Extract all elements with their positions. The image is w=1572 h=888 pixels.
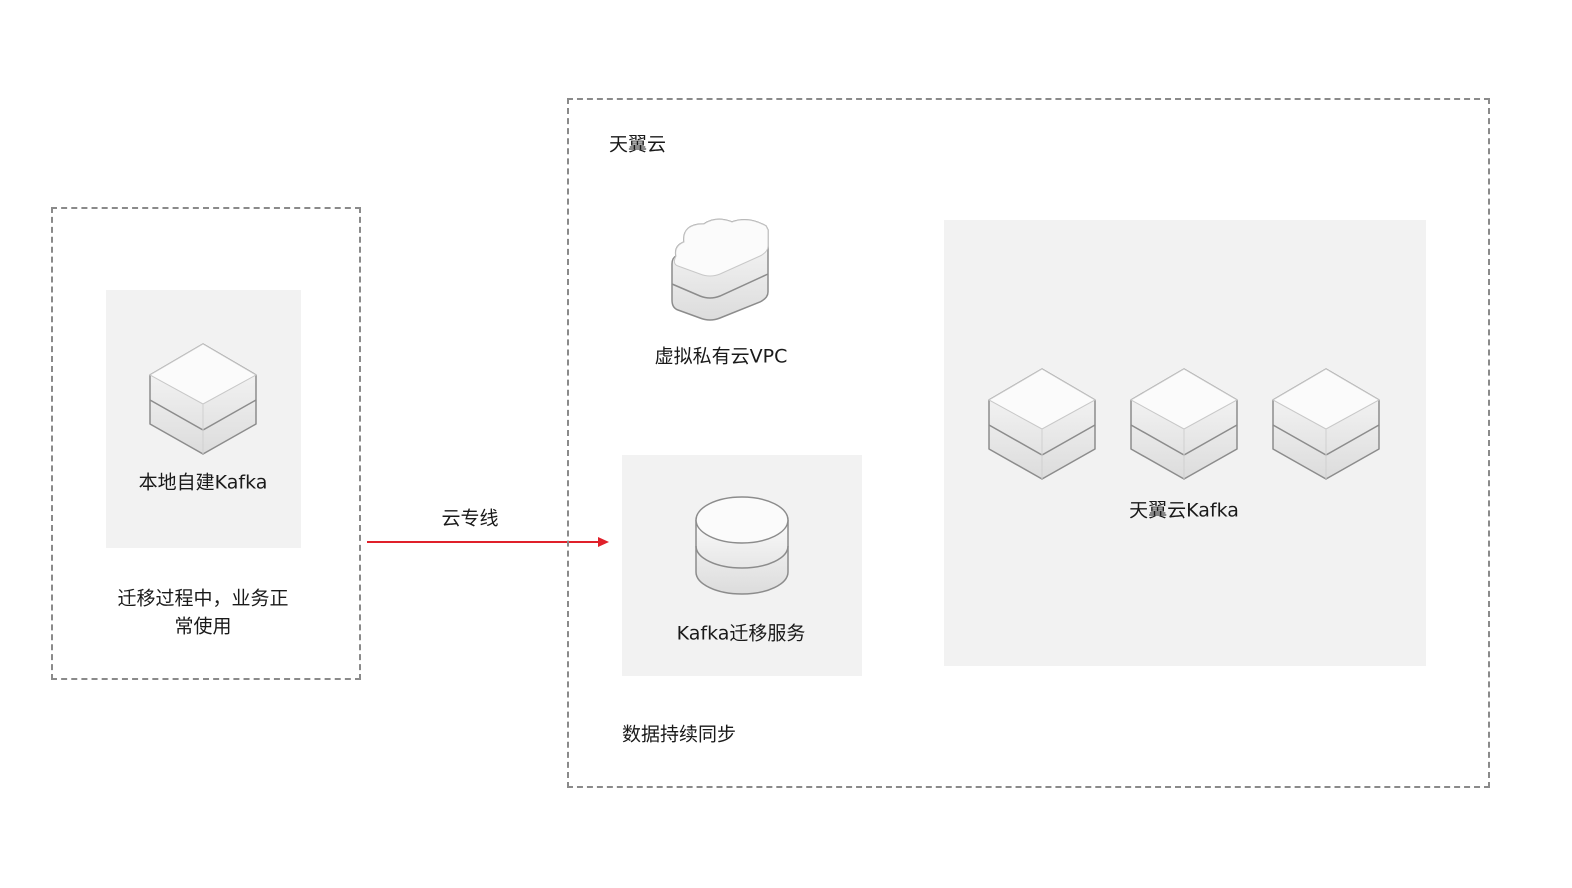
onprem-note-line1: 迁移过程中，业务正	[117, 587, 289, 610]
sync-label: 数据持续同步	[622, 723, 737, 746]
cloud-title: 天翼云	[609, 133, 667, 156]
cloud-kafka-broker-icon-1	[986, 367, 1098, 481]
cloud-kafka-broker-icon-3	[1270, 367, 1382, 481]
onprem-note-line2: 常使用	[174, 615, 232, 638]
migration-database-icon	[695, 496, 789, 595]
cloud-boundary	[567, 98, 1490, 788]
cloud-kafka-label: 天翼云Kafka	[1129, 499, 1239, 522]
cloud-kafka-broker-icon-2	[1128, 367, 1240, 481]
vpc-cloud-icon	[671, 218, 769, 321]
vpc-label: 虚拟私有云VPC	[654, 345, 788, 368]
onprem-kafka-label: 本地自建Kafka	[138, 471, 268, 494]
direct-connect-arrow	[367, 537, 609, 547]
onprem-boundary	[51, 207, 361, 680]
kafka-server-icon	[147, 342, 259, 456]
direct-connect-label: 云专线	[441, 507, 499, 530]
migration-service-label: Kafka迁移服务	[676, 622, 806, 645]
